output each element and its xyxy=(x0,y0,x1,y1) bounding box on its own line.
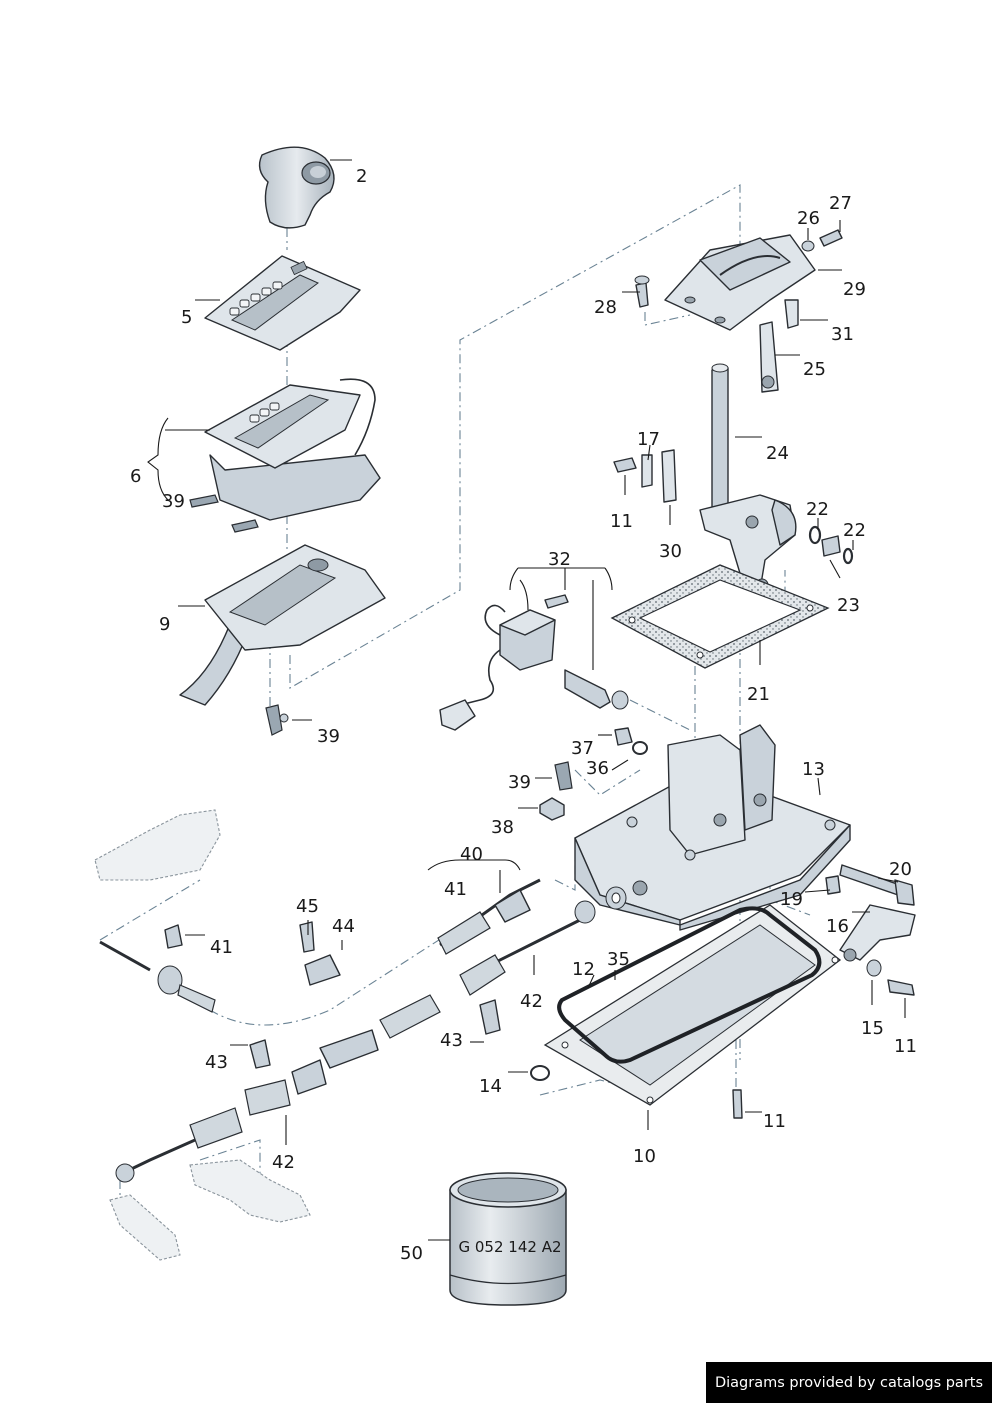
label-11-cover: 11 xyxy=(763,1111,786,1132)
selector-cable-upper xyxy=(99,878,541,1013)
label-5: 5 xyxy=(181,307,192,328)
label-42-lower: 42 xyxy=(272,1152,295,1173)
label-17: 17 xyxy=(637,429,660,450)
label-39-clip: 39 xyxy=(317,726,340,747)
label-15: 15 xyxy=(861,1018,884,1039)
credit-banner: Diagrams provided by catalogs parts xyxy=(706,1362,992,1403)
label-9: 9 xyxy=(159,614,170,635)
label-12: 12 xyxy=(572,959,595,980)
label-10: 10 xyxy=(633,1146,656,1167)
label-37: 37 xyxy=(571,738,594,759)
label-45: 45 xyxy=(296,896,319,917)
label-31: 31 xyxy=(831,324,854,345)
clip-and-screw xyxy=(613,449,677,503)
label-28: 28 xyxy=(594,297,617,318)
shift-bezel-with-frame xyxy=(189,378,381,533)
can-marking: G 052 142 A2 xyxy=(459,1238,562,1256)
label-39-bezel: 39 xyxy=(162,491,185,512)
label-39-housing: 39 xyxy=(508,772,531,793)
selector-gasket xyxy=(610,564,830,669)
label-35: 35 xyxy=(607,949,630,970)
label-19: 19 xyxy=(780,889,803,910)
label-20: 20 xyxy=(889,859,912,880)
screws-small xyxy=(634,229,843,308)
label-38: 38 xyxy=(491,817,514,838)
label-44: 44 xyxy=(332,916,355,937)
selector-cable-lower xyxy=(115,900,596,1183)
label-23: 23 xyxy=(837,595,860,616)
label-14: 14 xyxy=(479,1076,502,1097)
part-number-labels: 2 5 6 39 9 39 27 26 29 28 31 25 24 17 11… xyxy=(130,166,917,1264)
label-30: 30 xyxy=(659,541,682,562)
label-40: 40 xyxy=(460,844,483,865)
washer xyxy=(605,886,627,910)
leader-lines xyxy=(147,159,906,1241)
retaining-clip xyxy=(265,704,289,736)
label-42-upper: 42 xyxy=(520,991,543,1012)
cover-and-seal xyxy=(530,904,842,1119)
label-2: 2 xyxy=(356,166,367,187)
selector-base-housing xyxy=(574,724,851,931)
selector-mechanism-housing xyxy=(664,234,816,331)
label-41-lower: 41 xyxy=(210,937,233,958)
label-43-right: 43 xyxy=(440,1030,463,1051)
label-22-b: 22 xyxy=(843,520,866,541)
circlip-and-bush xyxy=(808,525,854,565)
label-25: 25 xyxy=(803,359,826,380)
selector-cover-plate xyxy=(204,255,361,351)
label-22-a: 22 xyxy=(806,499,829,520)
label-43-left: 43 xyxy=(205,1052,228,1073)
label-6: 6 xyxy=(130,466,141,487)
label-26: 26 xyxy=(797,208,820,229)
nuts-and-washers xyxy=(539,727,648,821)
label-32: 32 xyxy=(548,549,571,570)
label-13: 13 xyxy=(802,759,825,780)
label-11-shaft: 11 xyxy=(610,511,633,532)
label-36: 36 xyxy=(586,758,609,779)
selector-shaft-lever xyxy=(699,363,797,592)
lever-parts xyxy=(759,299,799,393)
reference-parts-dashed xyxy=(94,809,311,1261)
lever-and-washer xyxy=(839,904,916,996)
bolts xyxy=(825,864,915,906)
label-50: 50 xyxy=(400,1243,423,1264)
label-29: 29 xyxy=(843,279,866,300)
label-41-upper: 41 xyxy=(444,879,467,900)
shift-lock-solenoid xyxy=(439,594,629,731)
grease-can: G 052 142 A2 xyxy=(449,1172,567,1306)
gear-knob xyxy=(258,146,335,229)
label-16: 16 xyxy=(826,916,849,937)
label-24: 24 xyxy=(766,443,789,464)
label-27: 27 xyxy=(829,193,852,214)
label-11-lever: 11 xyxy=(894,1036,917,1057)
selector-lower-housing xyxy=(179,544,386,706)
label-21: 21 xyxy=(747,684,770,705)
